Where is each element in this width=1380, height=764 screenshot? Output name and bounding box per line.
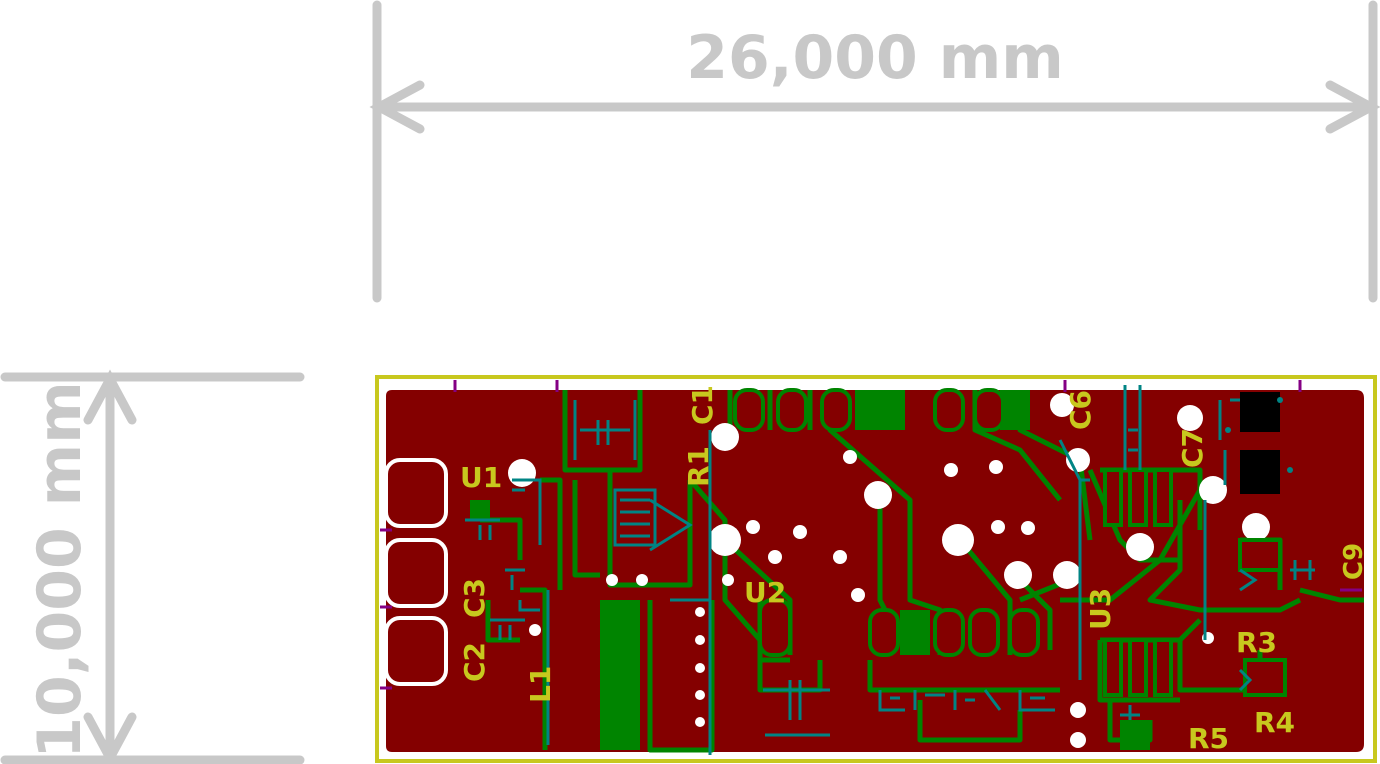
ref-c7: C7: [1176, 428, 1209, 468]
smd-pads: [733, 388, 1287, 697]
ref-r4: R4: [1254, 706, 1295, 739]
connector-pad-2: [384, 538, 448, 608]
bottom-zone: [1120, 720, 1150, 750]
ref-c9: C9: [1339, 543, 1369, 580]
board-outline: [375, 375, 1377, 763]
connector-pad-3: [384, 616, 448, 686]
u1-pad-zone: [470, 500, 490, 520]
height-arrow-bottom: [83, 712, 137, 764]
ref-c2: C2: [458, 642, 491, 682]
copper-zones: [470, 390, 1150, 750]
ref-u3: U3: [1084, 588, 1117, 630]
width-arrow-left: [369, 80, 425, 134]
reference-designators: U1 U2 U3 C1 C2 C3 C6 C7 C9 R1 R3 R4 R5 L…: [458, 385, 1369, 755]
connector-pads: [384, 458, 448, 686]
height-arrow-top: [83, 369, 137, 425]
mid-zone: [900, 610, 930, 655]
jumper-pad-2: [1240, 450, 1280, 494]
height-dimension: [0, 369, 305, 764]
height-dimension-label: 10,000 mm: [25, 381, 95, 758]
inductor-pad-zone: [600, 600, 640, 750]
ref-c3: C3: [458, 578, 491, 618]
width-arrow-right: [1325, 80, 1380, 134]
jumper-pad-1: [1240, 392, 1280, 432]
back-silk-dots: [1225, 397, 1293, 473]
ref-u2: U2: [744, 576, 786, 609]
width-dimension-label: 26,000 mm: [686, 23, 1063, 93]
ref-u1: U1: [460, 461, 502, 494]
connector-pad-1: [384, 458, 448, 528]
ref-r3: R3: [1236, 626, 1277, 659]
back-silkscreen: [465, 385, 1315, 755]
ref-c1: C1: [686, 385, 719, 425]
jumper-pads: [1240, 392, 1280, 494]
edge-marks: [380, 380, 1362, 690]
ref-l1: L1: [524, 666, 557, 703]
pcb-board: U1 U2 U3 C1 C2 C3 C6 C7 C9 R1 R3 R4 R5 L…: [375, 375, 1377, 763]
ref-r1: R1: [682, 446, 715, 487]
width-dimension: [369, 0, 1380, 303]
top-zone-1: [855, 390, 905, 430]
ref-r5: R5: [1188, 722, 1229, 755]
ref-c6: C6: [1064, 390, 1097, 430]
